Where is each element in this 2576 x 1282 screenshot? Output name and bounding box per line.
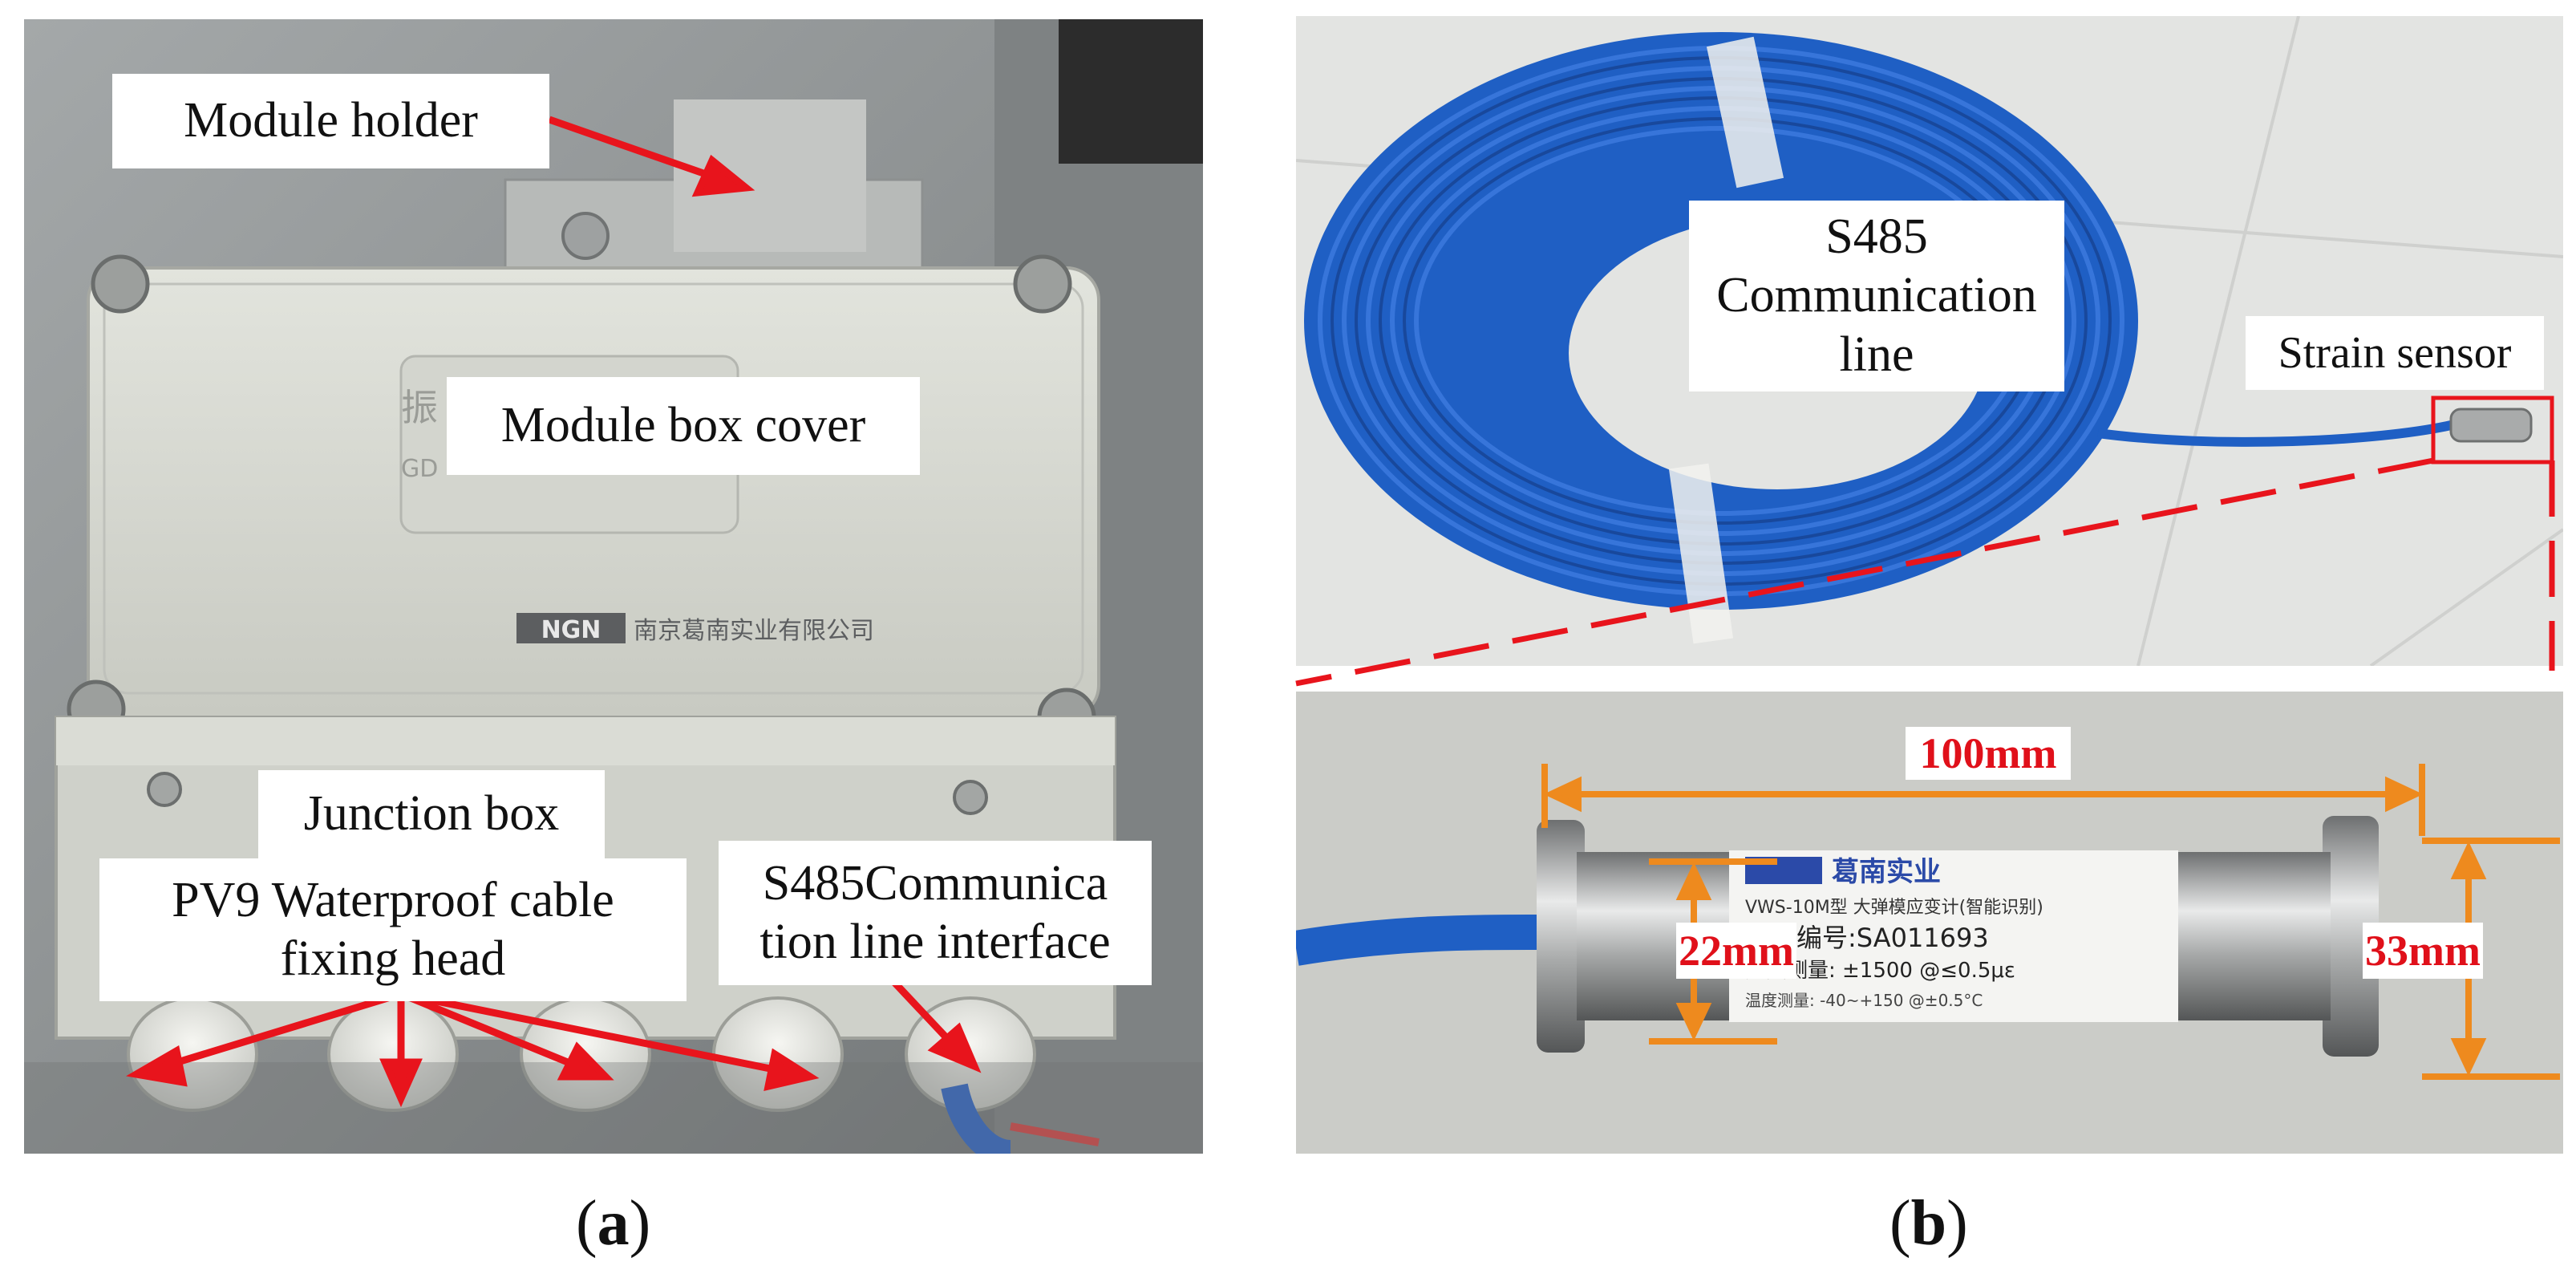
dim-outer-diameter-label: 33mm [2363,923,2483,979]
caption-b: (b) [1889,1187,1968,1260]
cover-char: 振 [401,386,438,429]
caption-a-letter: a [597,1188,630,1259]
caption-b-letter: b [1910,1188,1947,1259]
sensor-highlight-box [2431,396,2554,465]
caption-b-close: ) [1946,1188,1968,1259]
s485-interface-label: S485Communica tion line interface [719,841,1152,985]
sticker-brand: 葛南实业 [1832,856,1941,888]
strain-sensor-label: Strain sensor [2246,316,2544,390]
s485-interface-line-1: S485Communica [762,855,1108,911]
module-holder-label: Module holder [112,74,549,168]
module-box-cover-label: Module box cover [447,377,920,475]
brand-logo-text: NGN [541,616,601,644]
pv9-label-line-2: fixing head [280,931,506,986]
sticker-model: VWS-10M型 大弹模应变计(智能识别) [1745,898,2043,918]
dim-length-label: 100mm [1906,727,2071,780]
junction-box-label: Junction box [258,770,605,858]
sticker-temp: 温度测量: -40~+150 @±0.5°C [1745,991,1983,1010]
caption-b-open: ( [1889,1188,1911,1259]
brand-logo [516,613,626,643]
communication-line-text-1: S485 [1825,209,1928,265]
s485-interface-line-2: tion line interface [759,915,1111,969]
caption-a-close: ) [629,1188,651,1259]
cover-model-text: GD [401,455,438,483]
pv9-label-line-1: PV9 Waterproof cable [172,872,614,927]
pv9-cable-head-label: PV9 Waterproof cable fixing head [99,858,687,1001]
communication-line-label: S485 Communication line [1689,201,2064,391]
dim-inner-diameter-label: 22mm [1676,923,1796,979]
brand-name-text: 南京葛南实业有限公司 [634,617,874,645]
caption-a: (a) [576,1187,650,1260]
communication-line-text-2: Communication [1716,268,2037,323]
caption-a-open: ( [576,1188,597,1259]
communication-line-text-3: line [1839,327,1914,382]
